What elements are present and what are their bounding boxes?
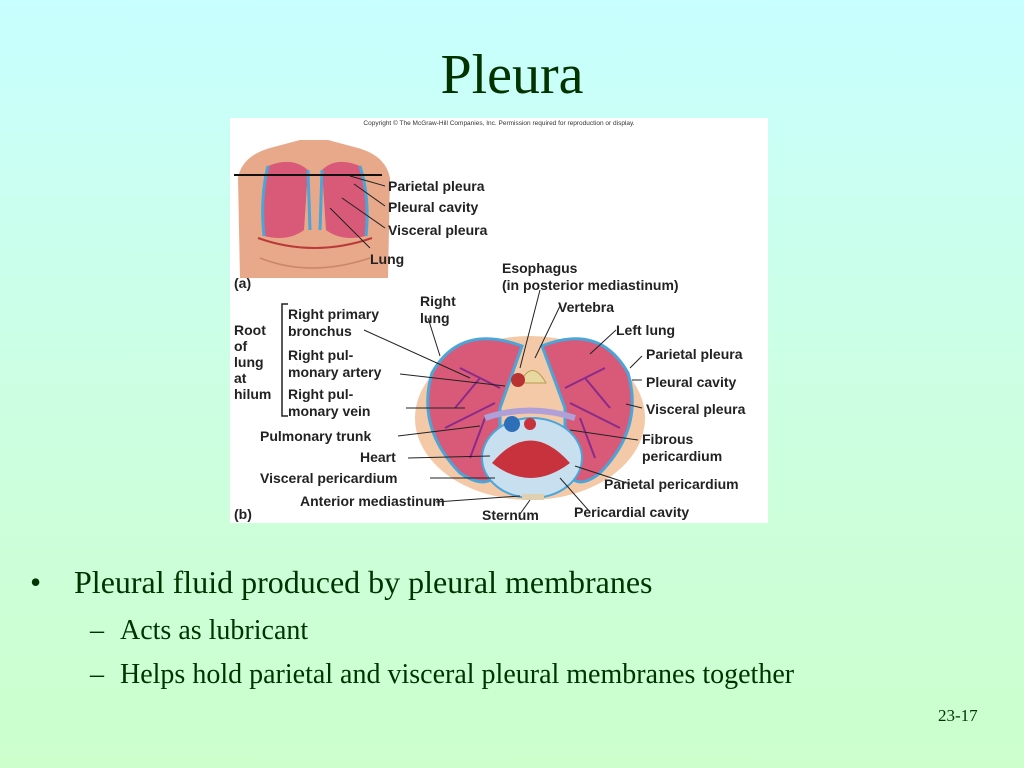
panel-b-leaders — [281, 289, 643, 515]
label-fibrous-pericardium-2: pericardium — [642, 448, 723, 464]
label-right-pulmonary-vein-1: Right pul- — [288, 386, 354, 402]
label-vertebra: Vertebra — [558, 299, 615, 315]
label-visceral-pleura-b: Visceral pleura — [646, 401, 746, 417]
pleura-figure: Copyright © The McGraw-Hill Companies, I… — [230, 118, 768, 523]
label-root-line-1: Root — [234, 322, 266, 338]
label-right-pulmonary-vein-2: monary vein — [288, 403, 371, 419]
panel-a-leaders — [329, 175, 386, 249]
sub-bullet-1-text: Acts as lubricant — [120, 615, 309, 646]
label-fibrous-pericardium-1: Fibrous — [642, 431, 694, 447]
label-anterior-mediastinum: Anterior mediastinum — [300, 493, 445, 509]
bullet-main-text: Pleural fluid produced by pleural membra… — [74, 564, 653, 600]
page-number: 23-17 — [938, 706, 978, 725]
label-root-line-5: hilum — [234, 386, 272, 402]
label-pericardial-cavity: Pericardial cavity — [574, 504, 690, 520]
bullet-symbol: • — [30, 564, 42, 600]
label-lung-a: Lung — [370, 251, 405, 267]
label-parietal-pleura-a: Parietal pleura — [388, 178, 485, 194]
label-pleural-cavity-a: Pleural cavity — [388, 199, 479, 215]
torso-illustration — [234, 140, 390, 278]
label-pulmonary-trunk: Pulmonary trunk — [260, 428, 372, 444]
label-right-lung-2: lung — [420, 310, 450, 326]
label-parietal-pericardium: Parietal pericardium — [604, 476, 739, 492]
label-visceral-pleura-a: Visceral pleura — [388, 222, 488, 238]
label-left-lung: Left lung — [616, 322, 676, 338]
dash-symbol: – — [90, 615, 104, 646]
sub-bullet-2-text: Helps hold parietal and visceral pleural… — [120, 659, 795, 690]
slide-title: Pleura — [440, 44, 584, 106]
label-right-primary-bronchus-1: Right primary — [288, 306, 380, 322]
label-right-pulmonary-artery-1: Right pul- — [288, 347, 354, 363]
label-right-pulmonary-artery-2: monary artery — [288, 364, 382, 380]
label-root-line-3: lung — [234, 354, 264, 370]
label-visceral-pericardium: Visceral pericardium — [260, 470, 398, 486]
label-parietal-pleura-b: Parietal pleura — [646, 346, 743, 362]
label-pleural-cavity-b: Pleural cavity — [646, 374, 737, 390]
panel-a-tag: (a) — [234, 275, 252, 291]
label-sternum: Sternum — [482, 507, 539, 523]
label-esophagus: Esophagus — [502, 260, 578, 276]
label-right-lung-1: Right — [420, 293, 456, 309]
label-esophagus-sub: (in posterior mediastinum) — [502, 277, 679, 293]
label-heart: Heart — [360, 449, 396, 465]
dash-symbol: – — [90, 659, 104, 690]
label-right-primary-bronchus-2: bronchus — [288, 323, 352, 339]
thorax-cross-section — [415, 336, 645, 500]
figure-drawing — [234, 140, 645, 515]
copyright-notice: Copyright © The McGraw-Hill Companies, I… — [363, 120, 635, 127]
panel-b-tag: (b) — [234, 506, 252, 522]
label-root-line-2: of — [234, 338, 248, 354]
label-root-line-4: at — [234, 370, 247, 386]
